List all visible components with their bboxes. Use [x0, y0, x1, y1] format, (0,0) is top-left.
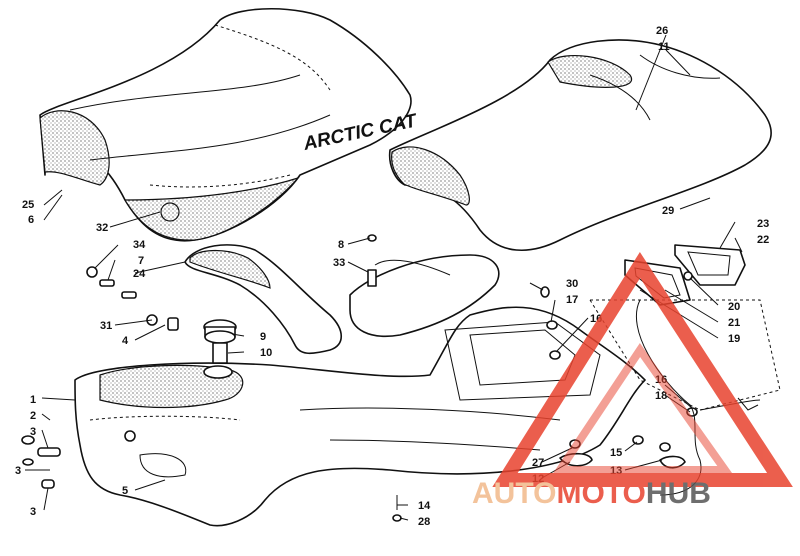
- storage-bracket: [349, 254, 500, 337]
- callout-1: 1: [30, 394, 36, 406]
- watermark: AUTOMOTOHUB: [472, 252, 793, 510]
- callout-4: 4: [122, 335, 129, 347]
- callout-29: 29: [662, 205, 674, 217]
- callout-11: 11: [658, 41, 670, 53]
- callout-30: 30: [566, 278, 578, 290]
- callout-15: 15: [610, 447, 622, 459]
- callout-31: 31: [100, 320, 112, 332]
- callout-21: 21: [728, 317, 740, 329]
- watermark-moto: MOTO: [556, 477, 645, 510]
- callout-3: 3: [30, 506, 36, 518]
- callout-24: 24: [133, 268, 146, 280]
- callout-20: 20: [728, 301, 740, 313]
- seat-tray: [184, 244, 343, 355]
- callout-8: 8: [338, 239, 344, 251]
- callout-3: 3: [15, 465, 21, 477]
- callout-32: 32: [96, 222, 108, 234]
- callout-5: 5: [122, 485, 128, 497]
- callout-9: 9: [260, 331, 266, 343]
- callout-2: 2: [30, 410, 36, 422]
- callout-7: 7: [138, 255, 144, 267]
- callout-22: 22: [757, 234, 769, 246]
- callout-18: 18: [655, 390, 667, 402]
- callout-25: 25: [22, 199, 34, 211]
- callout-19: 19: [728, 333, 740, 345]
- fasteners: [21, 234, 698, 522]
- seat-right: [388, 39, 772, 251]
- callout-23: 23: [757, 218, 769, 230]
- svg-text:AUTOMOTOHUB: AUTOMOTOHUB: [472, 477, 711, 510]
- callout-3: 3: [30, 426, 36, 438]
- callout-17: 17: [566, 294, 578, 306]
- callout-34: 34: [133, 239, 146, 251]
- seat-left: ARCTIC CAT: [39, 8, 420, 242]
- callout-14: 14: [418, 500, 431, 512]
- callout-6: 6: [28, 214, 34, 226]
- gas-cap: [203, 319, 237, 379]
- callout-27: 27: [532, 457, 544, 469]
- callout-10: 10: [260, 347, 272, 359]
- callout-26: 26: [656, 25, 668, 37]
- watermark-auto: AUTO: [472, 477, 556, 510]
- watermark-hub: HUB: [646, 477, 711, 510]
- callout-28: 28: [418, 516, 430, 528]
- callout-33: 33: [333, 257, 345, 269]
